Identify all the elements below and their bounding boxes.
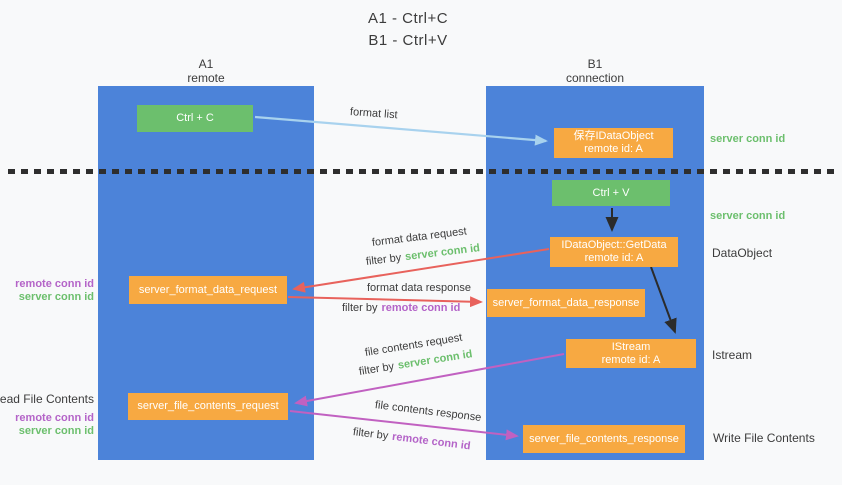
lane-b1-role: connection: [565, 71, 625, 85]
arrow-file-contents-request: [294, 353, 565, 407]
lane-a1-role: remote: [187, 71, 225, 85]
remote-conn-id-annotation-bottom: remote conn id: [15, 412, 94, 424]
title-line-2: B1 - Ctrl+V: [368, 32, 448, 49]
save-dataobject-box: 保存IDataObject remote id: A: [554, 128, 673, 158]
write-file-contents-annotation: Write File Contents: [713, 431, 815, 445]
server-conn-id-annotation-left-bottom: server conn id: [18, 425, 94, 437]
ctrl-c-box: Ctrl + C: [137, 105, 253, 132]
server-format-data-response-label: server_format_data_response: [492, 296, 640, 309]
arrow-format-data-response: [287, 296, 483, 308]
server-format-data-request-label: server_format_data_request: [138, 283, 278, 296]
server-conn-id-annotation-left-top: server conn id: [18, 291, 94, 303]
getdata-line1: IDataObject::GetData: [561, 239, 667, 251]
istream-line1: IStream: [611, 340, 651, 353]
istream-annotation: Istream: [712, 348, 753, 362]
read-file-contents-annotation: Read File Contents: [0, 392, 94, 406]
server-file-contents-response-box: server_file_contents_response: [523, 425, 685, 453]
getdata-box: IDataObject::GetData remote id: A: [550, 237, 678, 267]
server-file-contents-response-label: server_file_contents_response: [529, 432, 679, 445]
lane-header-b1: B1 connection: [535, 57, 655, 85]
server-conn-id-annotation-top: server conn id: [710, 133, 786, 145]
getdata-line2: remote id: A: [584, 252, 644, 264]
diagram-title: A1 - Ctrl+C B1 - Ctrl+V: [318, 8, 498, 52]
server-file-contents-request-box: server_file_contents_request: [128, 393, 288, 420]
arrow-format-data-request: [292, 248, 550, 293]
format-data-response-label: format data response: [367, 282, 471, 294]
server-format-data-request-box: server_format_data_request: [129, 276, 287, 304]
session-separator-dotted-line: [8, 169, 836, 174]
remote-conn-id-annotation-top: remote conn id: [15, 278, 94, 290]
remote-conn-id-text: remote conn id: [381, 302, 461, 314]
arrow-format-list: [254, 115, 548, 146]
server-conn-id-annotation-mid: server conn id: [710, 210, 786, 222]
server-format-data-response-box: server_format_data_response: [487, 289, 645, 317]
save-dataobject-line2: remote id: A: [584, 143, 643, 155]
lane-b1-id: B1: [587, 57, 603, 71]
istream-line2: remote id: A: [601, 353, 661, 366]
arrow-file-contents-response: [289, 410, 519, 441]
ctrl-c-label: Ctrl + C: [176, 112, 214, 124]
lane-header-a1: A1 remote: [146, 57, 266, 85]
dataobject-annotation: DataObject: [712, 246, 773, 260]
lane-a1-id: A1: [198, 57, 214, 71]
arrow-getdata-to-istream: [650, 266, 677, 334]
ctrl-v-label: Ctrl + V: [592, 186, 630, 199]
istream-box: IStream remote id: A: [566, 339, 696, 368]
filter-by-text: filter by: [342, 302, 378, 314]
server-file-contents-request-label: server_file_contents_request: [137, 400, 279, 412]
title-line-1: A1 - Ctrl+C: [367, 10, 449, 27]
ctrl-v-box: Ctrl + V: [552, 180, 670, 206]
save-dataobject-line1: 保存IDataObject: [573, 130, 654, 142]
